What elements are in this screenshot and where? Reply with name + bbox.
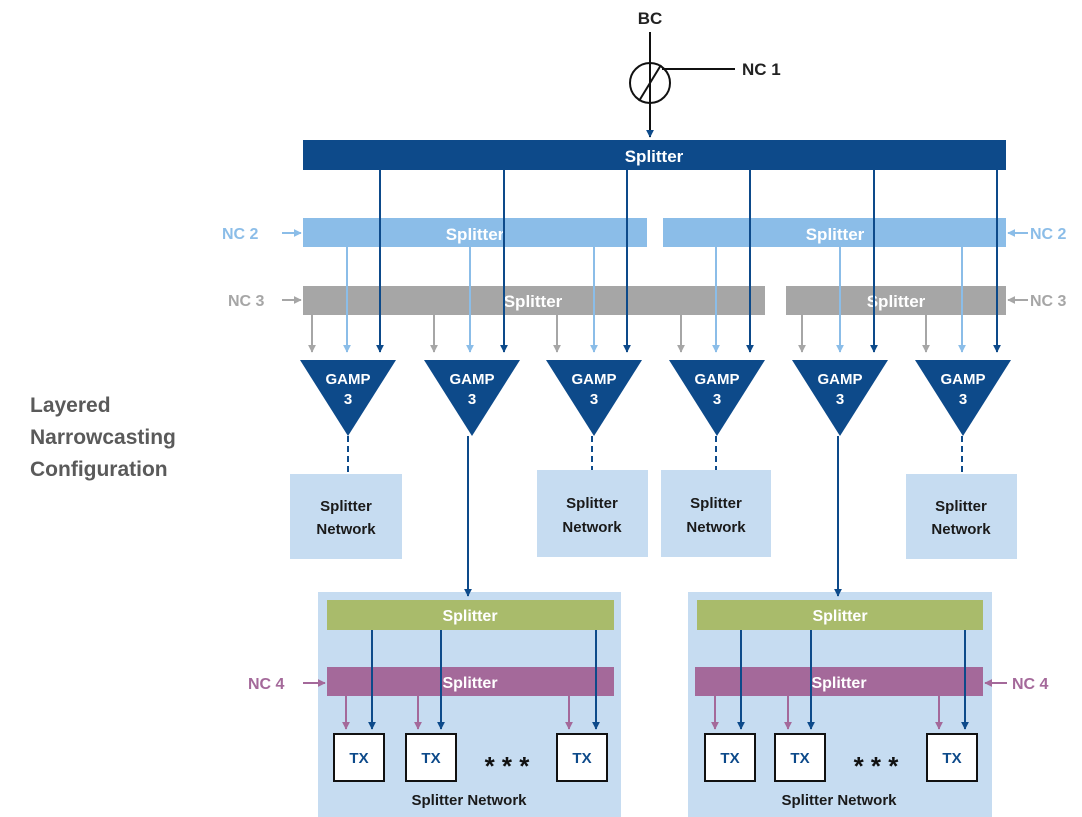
splitter-network-6-line2: Network bbox=[931, 521, 991, 538]
green-splitter-right-label: Splitter bbox=[812, 608, 867, 625]
ellipsis-right: * * * bbox=[854, 751, 900, 781]
gamp-5 bbox=[792, 360, 888, 436]
tx-box-r3 bbox=[926, 733, 978, 782]
gamp-6 bbox=[915, 360, 1011, 436]
tx-box-l1 bbox=[333, 733, 385, 782]
nc2-splitter-right-label: Splitter bbox=[806, 225, 865, 244]
gamp-group-6: GAMP 3 Splitter Network bbox=[906, 170, 1017, 559]
gamp-5-number: 3 bbox=[836, 391, 844, 408]
tx-box-r2 bbox=[774, 733, 826, 782]
green-splitter-left-label: Splitter bbox=[442, 608, 497, 625]
nc2-splitter-left bbox=[303, 218, 647, 247]
title-line-2: Narrowcasting bbox=[30, 426, 176, 449]
gamp-6-number: 3 bbox=[959, 391, 967, 408]
splitter-network-3-line1: Splitter bbox=[566, 495, 618, 512]
tx-r3-label: TX bbox=[942, 750, 961, 767]
splitter-network-4 bbox=[661, 470, 771, 557]
nc4-label-right: NC 4 bbox=[1012, 676, 1049, 693]
diagram-title: Layered Narrowcasting Configuration bbox=[30, 390, 176, 486]
tx-box-r1 bbox=[704, 733, 756, 782]
tx-l2-label: TX bbox=[421, 750, 440, 767]
gamp-2-label: GAMP bbox=[450, 371, 495, 388]
gamp-group-2: GAMP 3 bbox=[424, 170, 520, 597]
splitter-network-1 bbox=[290, 474, 402, 559]
nc2-splitter-left-label: Splitter bbox=[446, 225, 505, 244]
tx-r1-label: TX bbox=[720, 750, 739, 767]
tx-l3-label: TX bbox=[572, 750, 591, 767]
ellipsis-left: * * * bbox=[485, 751, 531, 781]
nc2-label-right: NC 2 bbox=[1030, 226, 1067, 243]
green-splitter-left bbox=[327, 600, 614, 630]
gamp-1-label: GAMP bbox=[326, 371, 371, 388]
gamp-4 bbox=[669, 360, 765, 436]
gamp-2-number: 3 bbox=[468, 391, 476, 408]
nc3-splitter-right bbox=[786, 286, 1006, 315]
green-splitter-right bbox=[697, 600, 983, 630]
purple-splitter-left bbox=[327, 667, 614, 696]
gamp-4-label: GAMP bbox=[695, 371, 740, 388]
splitter-network-1-line2: Network bbox=[316, 521, 376, 538]
tx-r2-label: TX bbox=[790, 750, 809, 767]
bottom-network-left: Splitter Splitter NC 4 TX TX TX * * * Sp… bbox=[248, 600, 614, 809]
gamp-2 bbox=[424, 360, 520, 436]
splitter-network-6 bbox=[906, 474, 1017, 559]
splitter-network-4-line1: Splitter bbox=[690, 495, 742, 512]
gamp-group-5: GAMP 3 bbox=[792, 170, 888, 597]
nc3-label-right: NC 3 bbox=[1030, 293, 1067, 310]
gamp-1-number: 3 bbox=[344, 391, 352, 408]
purple-splitter-left-label: Splitter bbox=[442, 675, 497, 692]
nc3-label-left: NC 3 bbox=[228, 293, 265, 310]
nc1-label: NC 1 bbox=[742, 60, 781, 79]
gamp-3 bbox=[546, 360, 642, 436]
splitter-network-4-line2: Network bbox=[686, 519, 746, 536]
gamp-group-3: GAMP 3 Splitter Network bbox=[537, 170, 648, 557]
purple-splitter-right bbox=[695, 667, 983, 696]
nc2-label-left: NC 2 bbox=[222, 226, 259, 243]
gamp-group-4: GAMP 3 Splitter Network bbox=[661, 170, 771, 557]
tx-l1-label: TX bbox=[349, 750, 368, 767]
splitter-network-left-label: Splitter Network bbox=[411, 792, 527, 809]
gamp-group-1: GAMP 3 Splitter Network bbox=[290, 170, 402, 559]
gamp-5-label: GAMP bbox=[818, 371, 863, 388]
nc2-splitter-right bbox=[663, 218, 1006, 247]
splitter-network-3 bbox=[537, 470, 648, 557]
purple-splitter-right-label: Splitter bbox=[811, 675, 866, 692]
splitter-network-3-line2: Network bbox=[562, 519, 622, 536]
gamp-3-label: GAMP bbox=[572, 371, 617, 388]
splitter-network-6-line1: Splitter bbox=[935, 498, 987, 515]
splitter-network-right-label: Splitter Network bbox=[781, 792, 897, 809]
tx-box-l3 bbox=[556, 733, 608, 782]
bc-label: BC bbox=[638, 9, 663, 28]
combiner-circle bbox=[629, 62, 671, 104]
gamp-4-number: 3 bbox=[713, 391, 721, 408]
top-splitter bbox=[303, 140, 1006, 170]
combiner-slash bbox=[638, 64, 662, 102]
nc3-splitter-right-label: Splitter bbox=[867, 292, 926, 311]
gamp-6-label: GAMP bbox=[941, 371, 986, 388]
bottom-network-right: Splitter Splitter NC 4 TX TX TX * * * Sp… bbox=[695, 600, 1049, 809]
nc4-label-left: NC 4 bbox=[248, 676, 285, 693]
top-splitter-label: Splitter bbox=[625, 147, 684, 166]
gamp-3-number: 3 bbox=[590, 391, 598, 408]
title-line-3: Configuration bbox=[30, 458, 168, 481]
tx-box-l2 bbox=[405, 733, 457, 782]
title-line-1: Layered bbox=[30, 394, 111, 417]
splitter-network-1-line1: Splitter bbox=[320, 498, 372, 515]
gamp-1 bbox=[300, 360, 396, 436]
nc3-splitter-left-label: Splitter bbox=[504, 292, 563, 311]
